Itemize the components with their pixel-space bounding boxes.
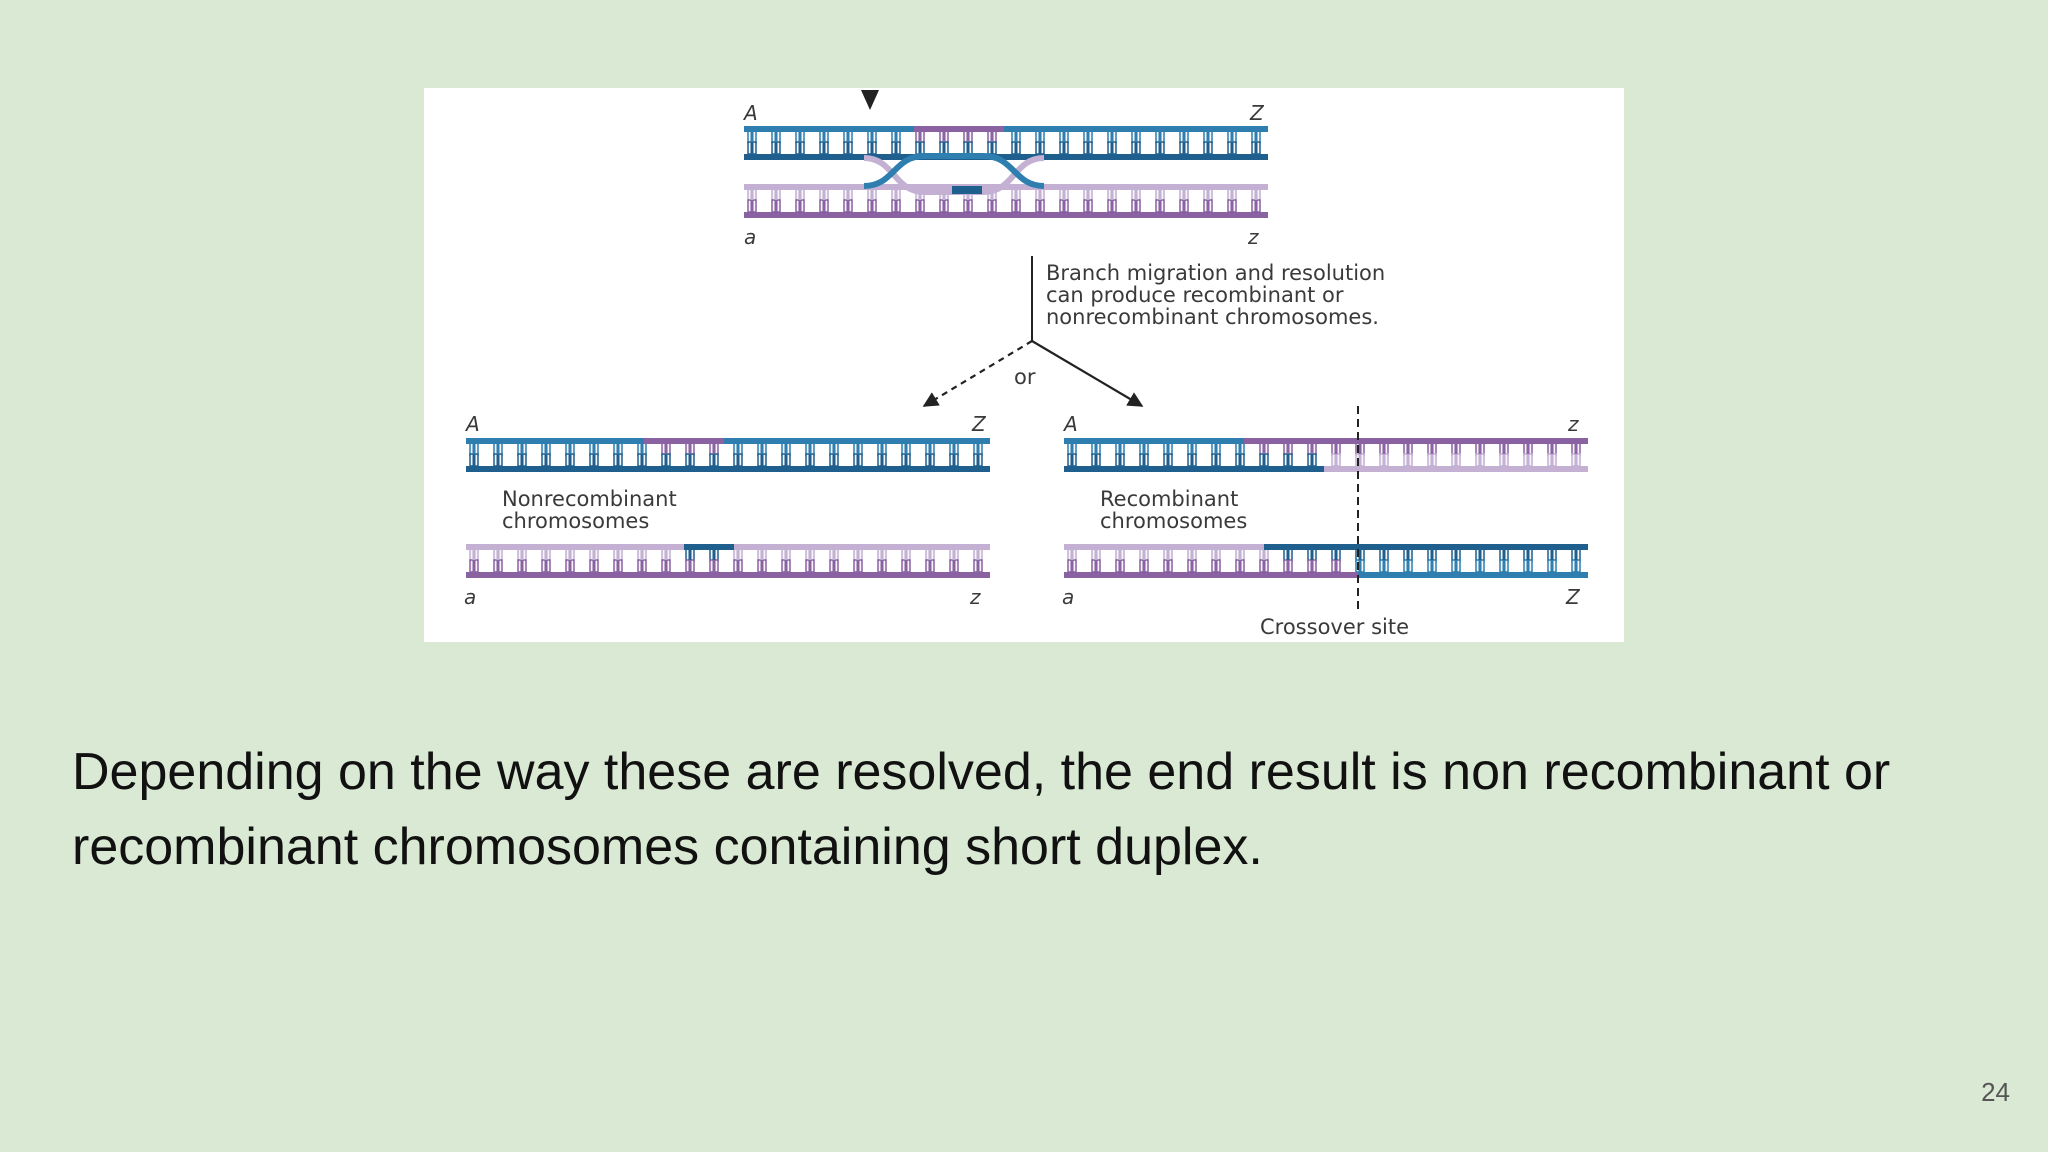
junction-strand <box>863 153 1045 189</box>
left-label-Z: Z <box>971 412 987 436</box>
right-lower-top-strand <box>1358 544 1588 550</box>
caption-line-1: Branch migration and resolution <box>1046 261 1385 285</box>
recombinant-arrow <box>1031 340 1144 407</box>
top-label-A: A <box>742 101 758 125</box>
right-lower-top-strand <box>1064 544 1264 550</box>
junction-segment <box>952 186 982 194</box>
nonrecombinant-label-2: chromosomes <box>502 509 649 533</box>
right-upper-bottom-strand <box>1358 466 1588 472</box>
holliday-junction-diagram: A Z a z Branch migration and resolution … <box>464 90 1588 639</box>
holliday-junction-figure: A Z a z Branch migration and resolution … <box>424 88 1624 642</box>
left-upper-top-strand <box>644 438 724 444</box>
left-lower-top-strand <box>466 544 684 550</box>
nonrecombinant-label-1: Nonrecombinant <box>502 487 677 511</box>
lower-parent-bottom-strand <box>744 212 1268 218</box>
upper-parent-top-strand <box>744 126 914 132</box>
recombinant-products <box>1064 438 1588 578</box>
top-label-z: z <box>1247 225 1259 249</box>
left-lower-bottom-strand <box>466 572 990 578</box>
or-label: or <box>1014 365 1036 389</box>
upper-parent-top-strand <box>914 126 1004 132</box>
right-label-a: a <box>1062 585 1074 609</box>
body-text: Depending on the way these are resolved,… <box>72 743 1891 876</box>
right-label-z: z <box>1567 412 1579 436</box>
right-lower-bottom-strand <box>1064 572 1358 578</box>
left-label-z: z <box>969 585 981 609</box>
left-upper-bottom-strand <box>466 466 990 472</box>
left-lower-top-strand <box>684 544 734 550</box>
left-lower-top-strand <box>734 544 990 550</box>
top-label-Z: Z <box>1249 101 1265 125</box>
left-upper-top-strand <box>466 438 644 444</box>
caption-line-3: nonrecombinant chromosomes. <box>1046 305 1379 329</box>
right-lower-top-strand <box>1264 544 1358 550</box>
right-label-A: A <box>1062 412 1078 436</box>
top-label-a: a <box>744 225 756 249</box>
slide-number: 24 <box>1981 1077 2010 1107</box>
heteroduplex-top <box>744 126 1268 218</box>
nick-arrow-icon <box>861 90 879 110</box>
right-upper-top-strand <box>1064 438 1244 444</box>
crossover-site-label: Crossover site <box>1260 615 1409 639</box>
caption-line-2: can produce recombinant or <box>1046 283 1344 307</box>
right-label-Z: Z <box>1565 585 1581 609</box>
left-label-A: A <box>464 412 480 436</box>
right-upper-top-strand <box>1244 438 1358 444</box>
left-upper-top-strand <box>724 438 990 444</box>
right-upper-bottom-strand <box>1064 466 1324 472</box>
right-upper-top-strand <box>1358 438 1588 444</box>
right-lower-bottom-strand <box>1358 572 1588 578</box>
recombinant-label-2: chromosomes <box>1100 509 1247 533</box>
left-label-a: a <box>464 585 476 609</box>
recombinant-label-1: Recombinant <box>1100 487 1238 511</box>
upper-parent-top-strand <box>1004 126 1268 132</box>
upper-parent-bottom-strand <box>744 154 1268 160</box>
right-upper-bottom-strand <box>1324 466 1358 472</box>
nonrecombinant-products <box>466 438 990 578</box>
